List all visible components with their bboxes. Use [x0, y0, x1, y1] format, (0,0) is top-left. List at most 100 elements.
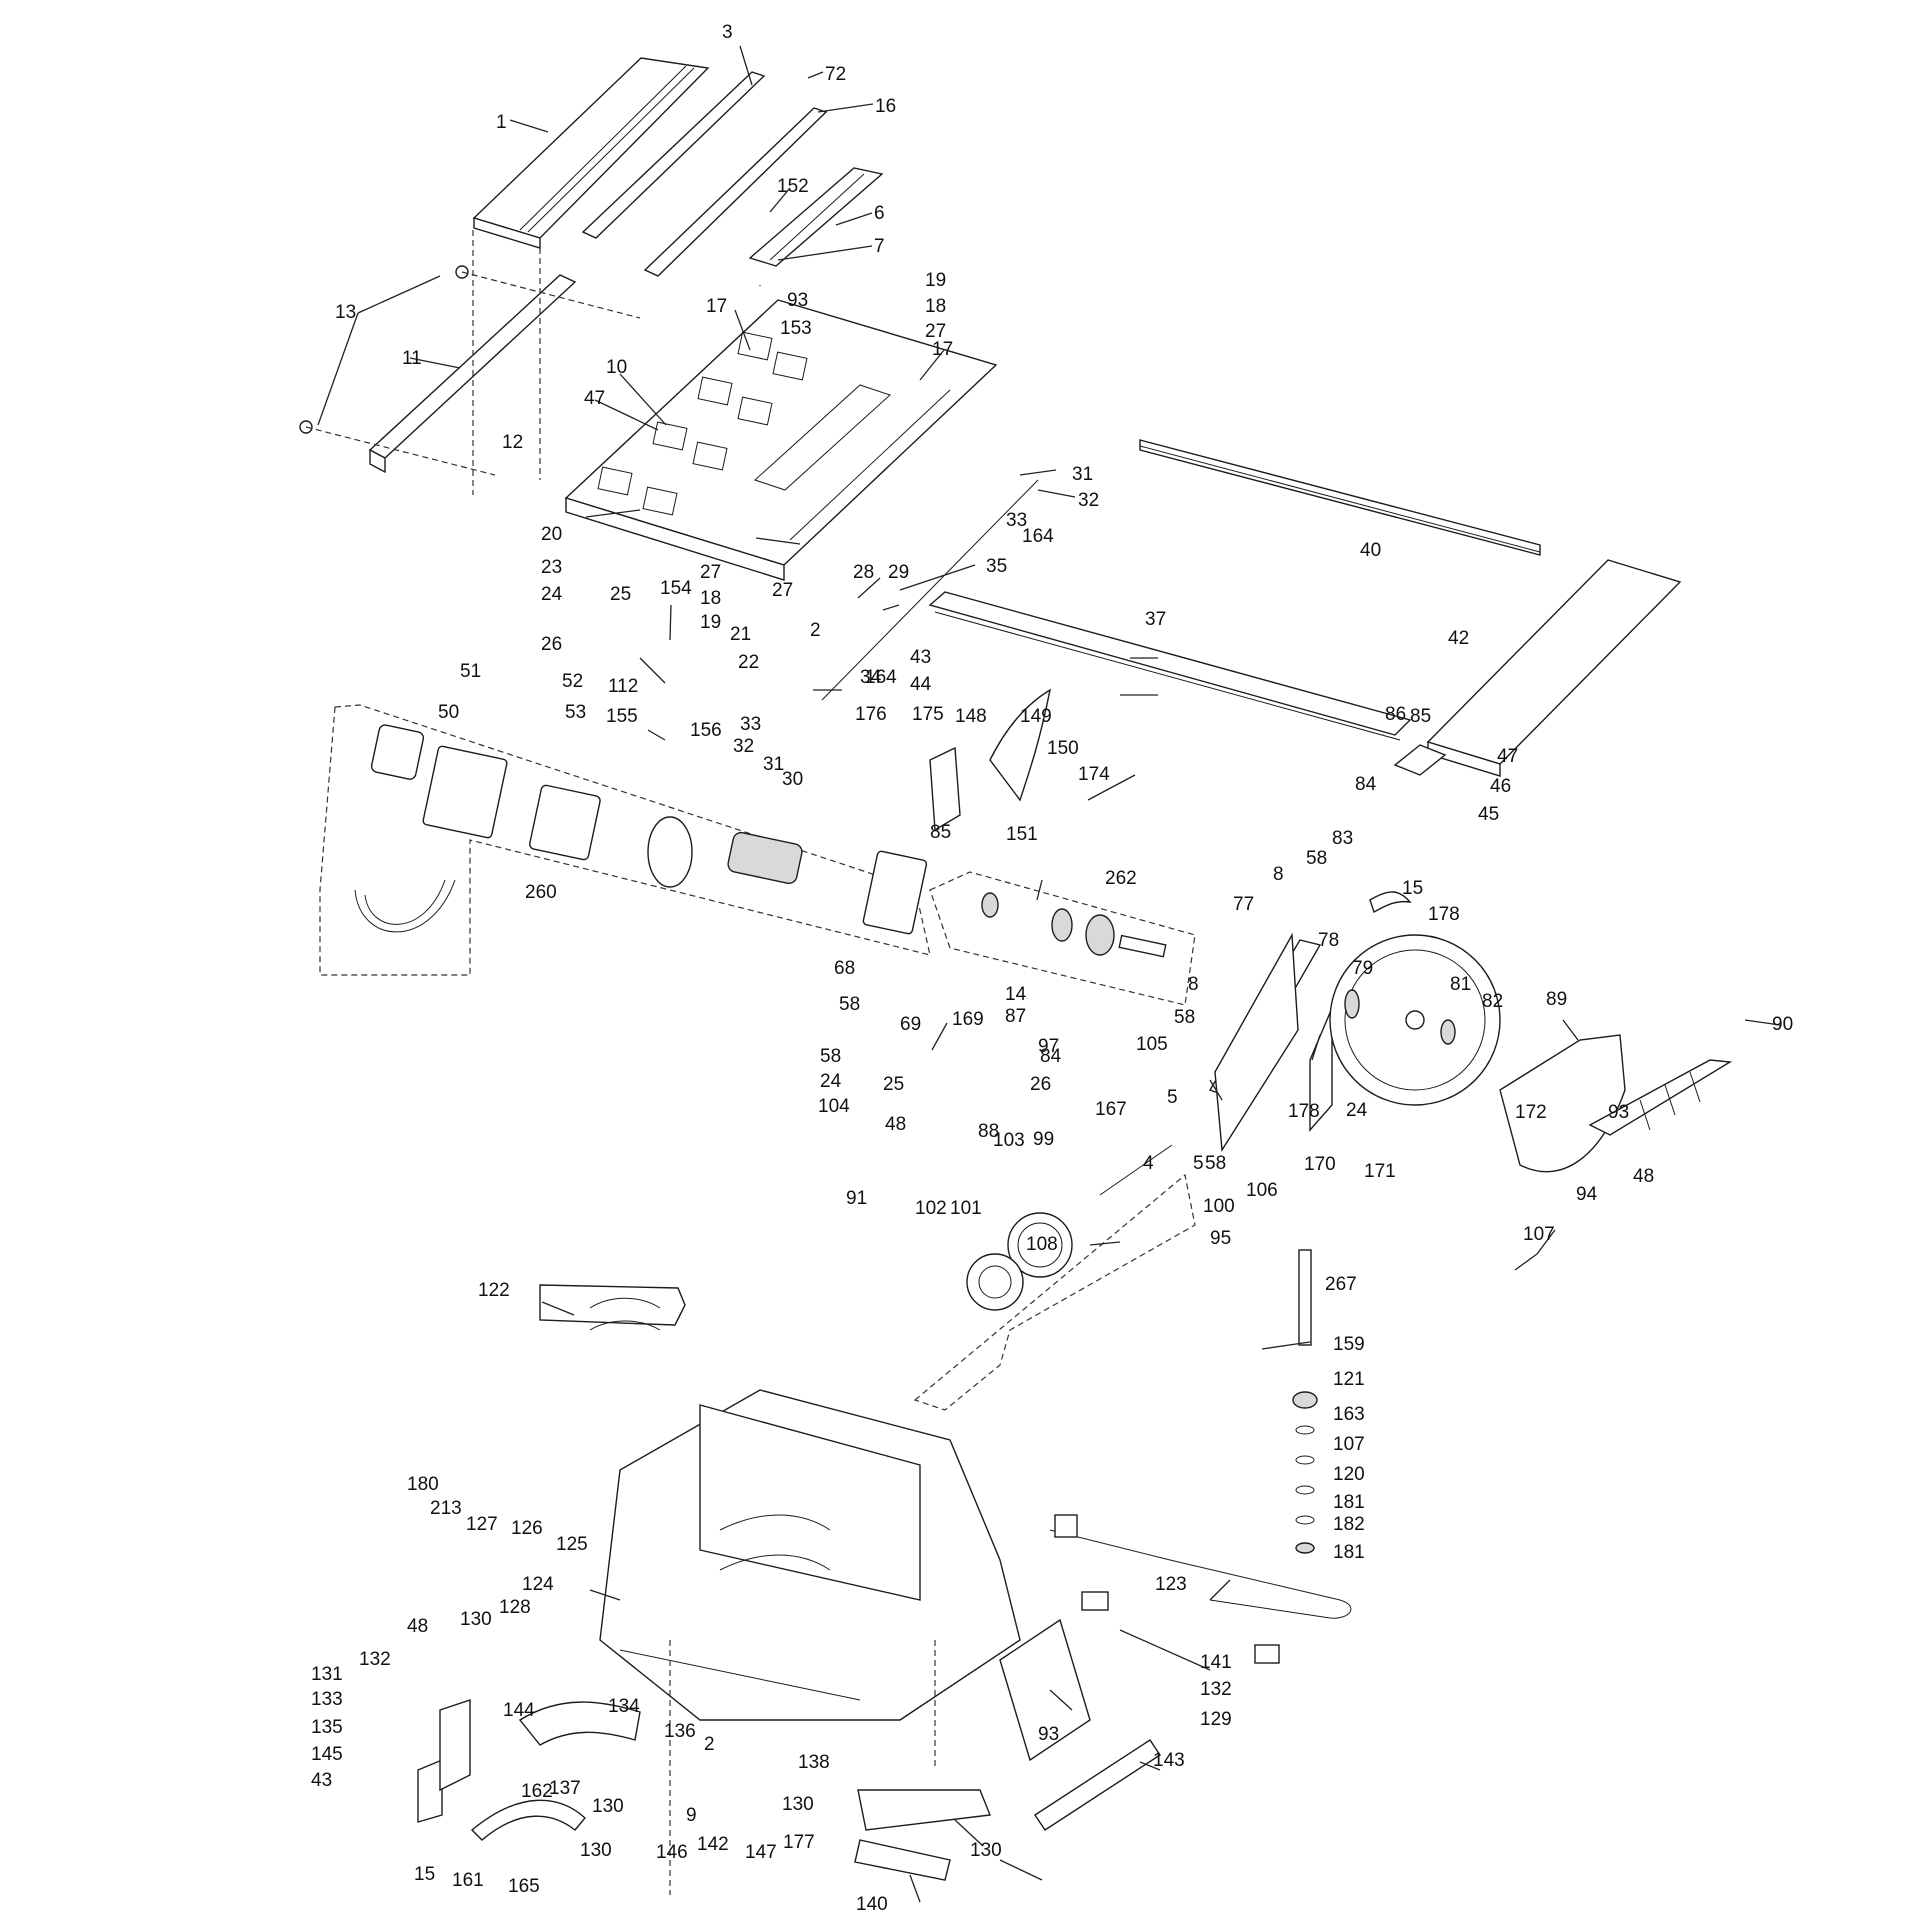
arbor-assembly [929, 871, 1196, 1006]
part-label: 58 [820, 1046, 841, 1067]
part-label: 24 [541, 584, 563, 605]
part-label: 141 [1200, 1652, 1232, 1673]
part-label: 8 [1188, 974, 1199, 995]
part-label: 163 [1333, 1404, 1365, 1425]
part-label: 102 [915, 1198, 947, 1219]
part-label: 143 [1153, 1750, 1185, 1771]
part-label: 165 [508, 1876, 540, 1897]
part-label: 105 [1136, 1034, 1168, 1055]
part-label: 124 [522, 1574, 554, 1595]
part-label: 33 [740, 714, 761, 735]
part-label: 58 [839, 994, 860, 1015]
part-label: 8 [1273, 864, 1284, 885]
part-label: 77 [1233, 894, 1254, 915]
leader-lines [317, 45, 1781, 1903]
part-label: 32 [1078, 490, 1099, 511]
part-label: 126 [511, 1518, 543, 1539]
part-label: 128 [499, 1597, 531, 1618]
part-label: 7 [874, 236, 885, 257]
part-label: 29 [888, 562, 909, 583]
part-label: 19 [925, 270, 946, 291]
part-label: 47 [584, 388, 605, 409]
part-label: 43 [910, 647, 931, 668]
part-label: 131 [311, 1664, 343, 1685]
part-label: 123 [1155, 1574, 1187, 1595]
part-label: 83 [1332, 828, 1353, 849]
part-label: 58 [1205, 1153, 1226, 1174]
part-label: 22 [738, 652, 759, 673]
table-assembly [299, 57, 1682, 777]
part-label: 3 [722, 22, 733, 43]
part-label: 99 [1033, 1129, 1054, 1150]
part-label: 46 [1490, 776, 1511, 797]
part-label: 156 [690, 720, 722, 741]
part-label: 150 [1047, 738, 1079, 759]
part-label: 86 [1385, 704, 1406, 725]
part-label: 112 [608, 676, 638, 697]
part-label: 142 [697, 1834, 729, 1855]
part-label: 260 [525, 882, 557, 903]
part-label: 146 [656, 1842, 688, 1863]
part-label: 132 [1200, 1679, 1232, 1700]
part-label: 53 [565, 702, 586, 723]
base-assembly [417, 1284, 1352, 1895]
part-label: 149 [1020, 706, 1052, 727]
part-label: 132 [359, 1649, 391, 1670]
part-label: 27 [925, 321, 946, 342]
part-label: 6 [874, 203, 885, 224]
part-label: 81 [1450, 974, 1471, 995]
part-labels: 1 3 72 16 152 6 7 93 153 19 18 27 13 11 … [311, 22, 1793, 1915]
part-label: 90 [1772, 1014, 1793, 1035]
part-label: 30 [782, 769, 803, 790]
part-label: 78 [1318, 930, 1339, 951]
part-label: 120 [1333, 1464, 1365, 1485]
part-label: 51 [460, 661, 481, 682]
part-label: 27 [700, 562, 721, 583]
part-label: 12 [502, 432, 523, 453]
part-label: 95 [1210, 1228, 1231, 1249]
part-label: 24 [1346, 1100, 1368, 1121]
part-label: 137 [549, 1778, 581, 1799]
part-label: 140 [856, 1894, 888, 1915]
elevation-assembly [913, 1144, 1318, 1554]
part-label: 87 [1005, 1006, 1026, 1027]
part-label: 72 [825, 64, 846, 85]
part-label: 25 [883, 1074, 904, 1095]
part-label: 97 [1038, 1036, 1059, 1057]
part-label: 35 [986, 556, 1007, 577]
part-label: 174 [1078, 764, 1110, 785]
part-label: 130 [970, 1840, 1002, 1861]
part-label: 178 [1428, 904, 1460, 925]
part-label: 16 [875, 96, 896, 117]
part-label: 93 [787, 290, 808, 311]
part-label: 170 [1304, 1154, 1336, 1175]
part-label: 9 [686, 1805, 697, 1826]
part-label: 106 [1246, 1180, 1278, 1201]
part-label: 107 [1333, 1434, 1365, 1455]
part-label: 104 [818, 1096, 850, 1117]
part-label: 34 [860, 667, 882, 688]
part-label: 19 [700, 612, 721, 633]
part-label: 82 [1482, 991, 1503, 1012]
part-label: 58 [1174, 1007, 1195, 1028]
part-label: 37 [1145, 609, 1166, 630]
part-label: 130 [580, 1840, 612, 1861]
part-label: 31 [1072, 464, 1093, 485]
part-label: 85 [930, 822, 951, 843]
part-label: 167 [1095, 1099, 1127, 1120]
part-label: 130 [782, 1794, 814, 1815]
part-label: 24 [820, 1071, 842, 1092]
part-label: 14 [1005, 984, 1027, 1005]
part-label: 27 [772, 580, 793, 601]
part-label: 175 [912, 704, 944, 725]
part-label: 85 [1410, 706, 1431, 727]
part-label: 88 [978, 1121, 999, 1142]
part-label: 68 [834, 958, 855, 979]
part-label: 213 [430, 1498, 462, 1519]
part-label: 180 [407, 1474, 439, 1495]
part-label: 262 [1105, 868, 1137, 889]
part-label: 58 [1306, 848, 1327, 869]
part-label: 134 [608, 1696, 640, 1717]
part-label: 151 [1006, 824, 1038, 845]
part-label: 20 [541, 524, 562, 545]
